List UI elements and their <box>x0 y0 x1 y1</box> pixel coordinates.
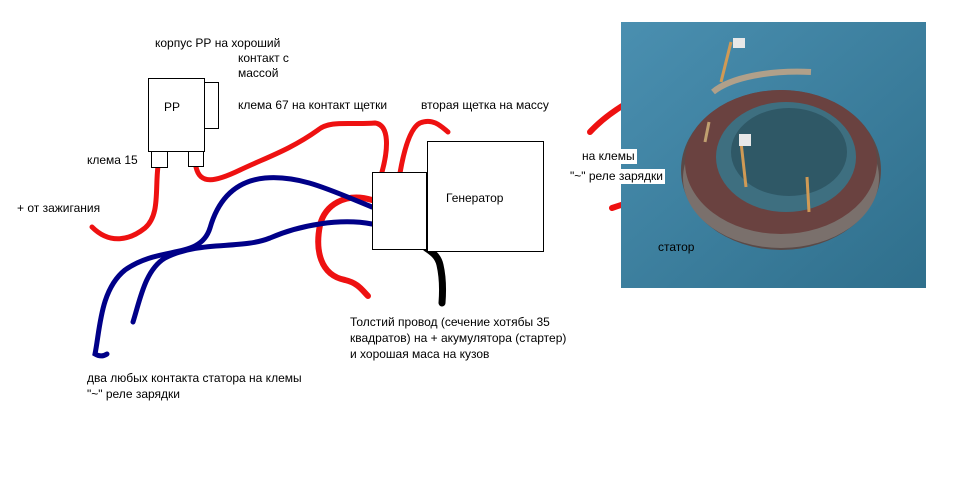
label-second-brush: вторая щетка на массу <box>421 98 549 112</box>
label-photo-terminals-1: на клемы <box>580 149 637 164</box>
rr-terminal-15 <box>151 151 168 168</box>
label-thick-wire-3: и хорошая маса на кузов <box>350 347 490 361</box>
label-ignition: + от зажигания <box>17 201 101 215</box>
generator-box <box>427 141 544 252</box>
rr-box <box>148 78 205 152</box>
label-terminal-15: клема 15 <box>87 153 138 167</box>
label-body-contact-3: массой <box>238 66 279 80</box>
rr-terminal-67 <box>188 151 204 167</box>
rr-side-tab <box>204 82 219 129</box>
red-wire-ground-loop <box>315 194 375 299</box>
blue-wire-stator-2 <box>130 219 375 325</box>
red-wire-second-brush <box>397 118 451 176</box>
red-wire-ignition <box>89 163 161 242</box>
label-body-contact-2: контакт с <box>238 51 289 65</box>
label-photo-terminals-2: "~" реле зарядки <box>568 169 665 184</box>
black-wire-battery <box>422 244 447 307</box>
label-terminal-67: клема 67 на контакт щетки <box>238 98 388 112</box>
red-wire-terminal-67 <box>193 120 389 183</box>
label-thick-wire-2: квадратов) на + акумулятора (стартер) <box>350 331 567 345</box>
generator-label: Генератор <box>446 191 504 205</box>
stator-photo <box>621 22 926 288</box>
label-body-contact: корпус РР на хороший <box>155 36 281 50</box>
label-stator-contacts-2: "~" реле зарядки <box>87 387 180 401</box>
label-thick-wire-1: Толстий провод (сечение хотябы 35 <box>350 315 550 329</box>
generator-terminal-box <box>372 172 427 250</box>
label-stator: статор <box>658 240 695 254</box>
label-stator-contacts-1: два любых контакта статора на клемы <box>87 371 302 385</box>
rr-label: РР <box>164 100 181 114</box>
